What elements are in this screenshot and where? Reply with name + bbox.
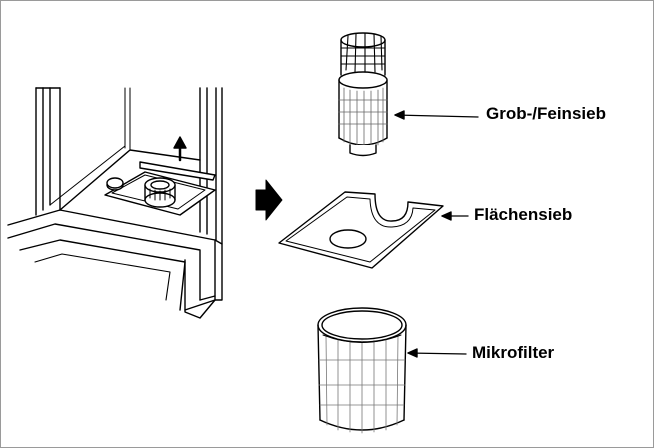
micro-filter-label: Mikrofilter — [472, 343, 555, 362]
direction-arrow-icon — [255, 179, 283, 221]
coarse-fine-filter-illustration — [338, 32, 479, 157]
coarse-fine-filter-label: Grob-/Feinsieb — [486, 104, 606, 123]
micro-filter-illustration — [317, 307, 467, 434]
dishwasher-interior-illustration — [7, 87, 223, 319]
flat-filter-label: Flächensieb — [474, 205, 573, 224]
flat-filter-illustration — [278, 191, 469, 269]
